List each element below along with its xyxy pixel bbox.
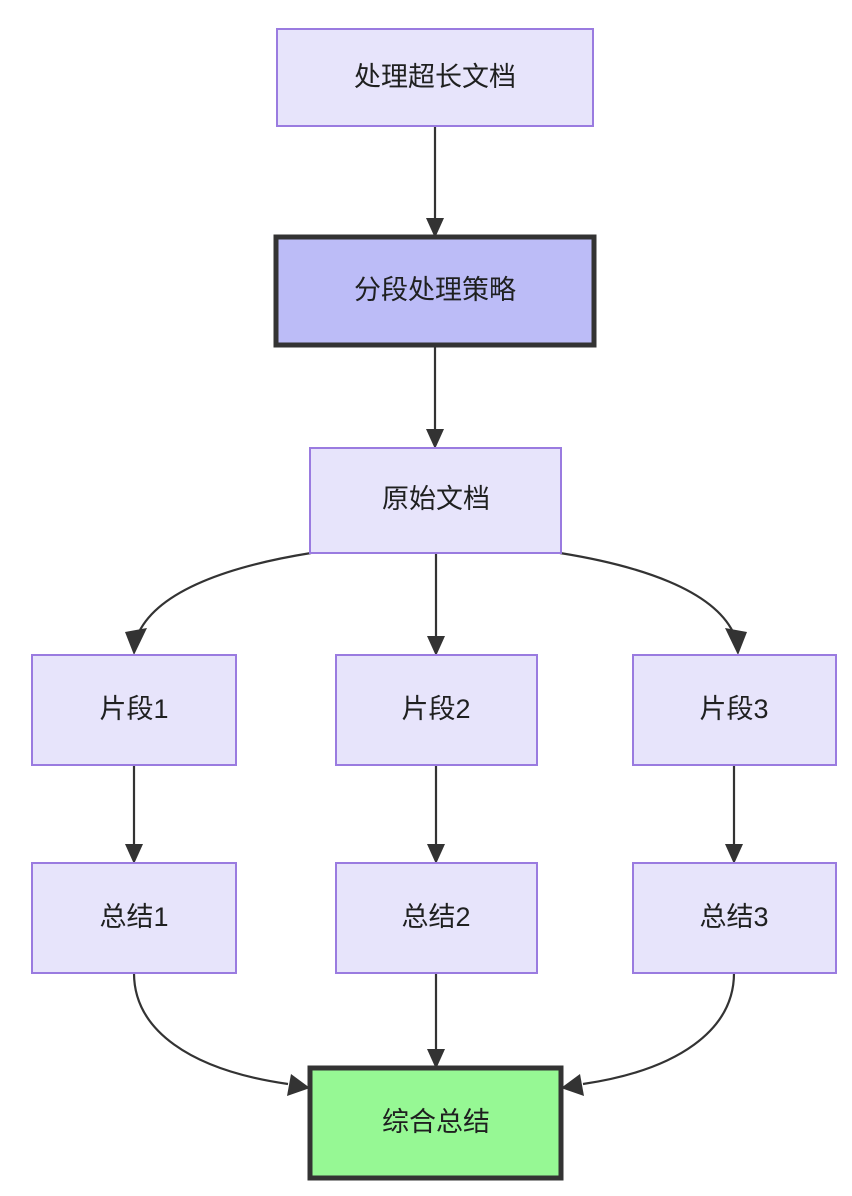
node-summary-1-box[interactable]: [31, 862, 237, 974]
node-fragment-1-label: 片段1: [99, 694, 168, 724]
node-summary-2-label: 总结2: [401, 902, 470, 932]
node-process-long-document-box[interactable]: [276, 28, 594, 127]
node-fragment-2-label: 片段2: [401, 694, 470, 724]
node-original-document[interactable]: 原始文档: [309, 447, 562, 554]
node-process-long-document-label: 处理超长文档: [354, 62, 516, 92]
edge-original-to-fragment2: [427, 553, 445, 656]
edge-process-to-strategy: [426, 126, 444, 238]
node-fragment-3-box[interactable]: [632, 654, 837, 766]
node-fragment-3[interactable]: 片段3: [632, 654, 837, 766]
node-fragment-1-box[interactable]: [31, 654, 237, 766]
edge-layer: [125, 126, 747, 1096]
node-fragment-2-box[interactable]: [335, 654, 538, 766]
edge-fragment1-to-summary1: [125, 765, 143, 864]
node-summary-3[interactable]: 总结3: [632, 862, 837, 974]
edge-strategy-to-original: [426, 345, 444, 449]
node-chunking-strategy-box[interactable]: [273, 234, 597, 348]
node-summary-1-label: 总结1: [99, 902, 168, 932]
node-original-document-label: 原始文档: [382, 484, 490, 514]
edge-original-to-fragment3: [559, 551, 747, 655]
edge-original-to-fragment1: [125, 551, 312, 655]
node-layer: 处理超长文档 分段处理策略 原始文档 片段1 片段2 片段3: [31, 28, 837, 1181]
node-summary-3-label: 总结3: [699, 902, 768, 932]
node-summary-3-box[interactable]: [632, 862, 837, 974]
edge-summary3-to-final: [561, 972, 736, 1096]
node-process-long-document[interactable]: 处理超长文档: [276, 28, 594, 127]
node-summary-2[interactable]: 总结2: [335, 862, 538, 974]
edge-fragment2-to-summary2: [427, 765, 445, 864]
node-comprehensive-summary[interactable]: 综合总结: [307, 1065, 564, 1181]
node-chunking-strategy[interactable]: 分段处理策略: [273, 234, 597, 348]
edge-summary1-to-final: [132, 972, 310, 1096]
node-summary-2-box[interactable]: [335, 862, 538, 974]
node-chunking-strategy-label: 分段处理策略: [354, 275, 516, 305]
node-fragment-1[interactable]: 片段1: [31, 654, 237, 766]
node-comprehensive-summary-box[interactable]: [307, 1065, 564, 1181]
node-fragment-3-label: 片段3: [699, 694, 768, 724]
node-summary-1[interactable]: 总结1: [31, 862, 237, 974]
node-fragment-2[interactable]: 片段2: [335, 654, 538, 766]
edge-summary2-to-final: [427, 973, 445, 1069]
node-comprehensive-summary-label: 综合总结: [382, 1107, 490, 1137]
node-original-document-box[interactable]: [309, 447, 562, 554]
edge-fragment3-to-summary3: [725, 765, 743, 864]
